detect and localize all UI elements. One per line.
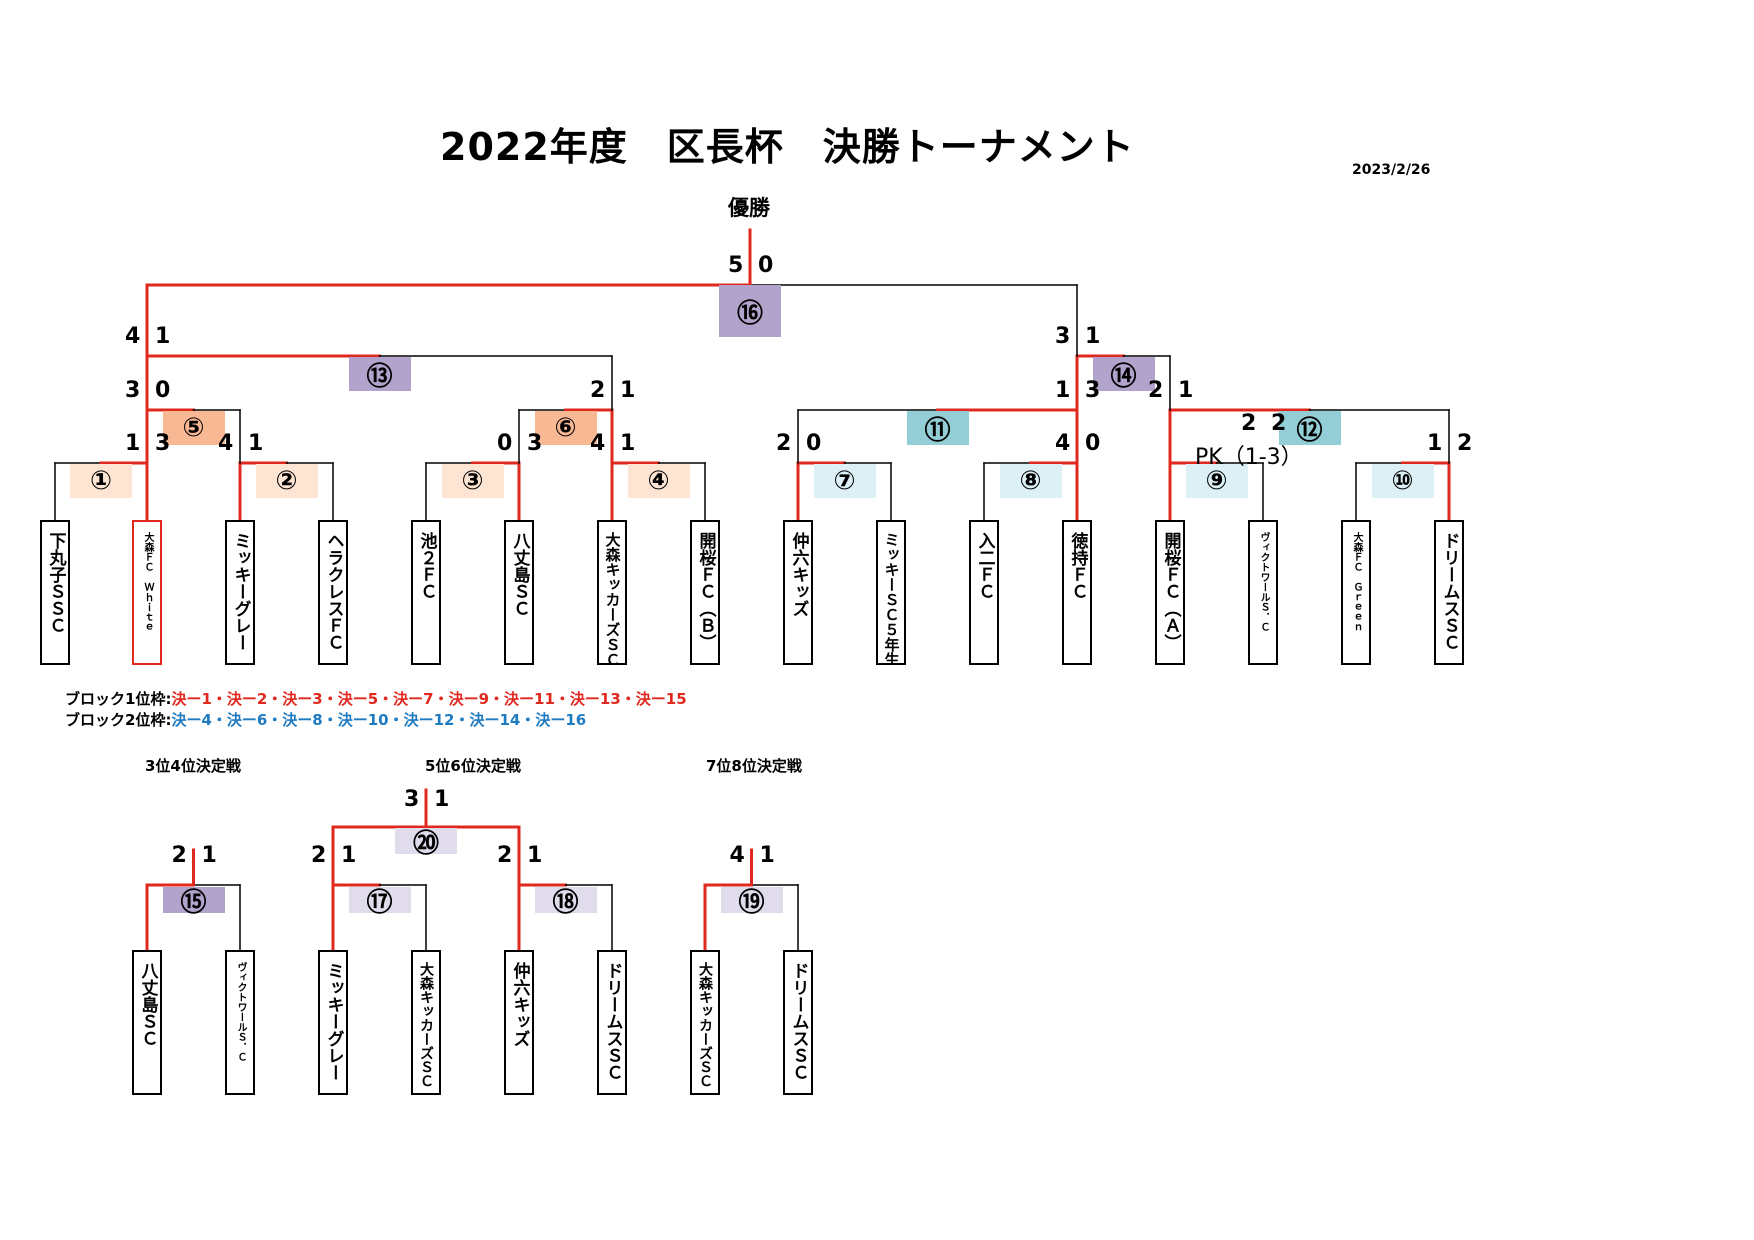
team-box: 開桜ＦＣ（Ｂ）	[690, 520, 720, 665]
score-right: 0	[155, 378, 171, 403]
team-box: ミッキーグレー	[225, 520, 255, 665]
block1-legend: ブロック1位枠:決ー1・決ー2・決ー3・決ー5・決ー7・決ー9・決ー11・決ー1…	[65, 688, 687, 709]
block2-values: 決ー4・決ー6・決ー8・決ー10・決ー12・決ー14・決ー16	[171, 711, 587, 729]
match-number-box: ⑫	[1278, 411, 1341, 446]
score-right: 2	[1457, 431, 1473, 456]
team-box: 開桜ＦＣ（Ａ）	[1155, 520, 1185, 665]
placement-team-box: 大森キッカーズＳＣ	[411, 950, 441, 1095]
score-right: 2	[1271, 411, 1287, 436]
score-left: 3	[1055, 324, 1071, 349]
score-right: 1	[155, 324, 171, 349]
match-number-box: ⑩	[1371, 464, 1434, 498]
score-right: 1	[620, 378, 636, 403]
page-title: 2022年度 区長杯 決勝トーナメント	[440, 125, 1135, 169]
score-left: 2	[1241, 411, 1257, 436]
score-left: 3	[125, 378, 141, 403]
match-number-box: ⑥	[534, 411, 597, 445]
placement-team-box: 大森キッカーズＳＣ	[690, 950, 720, 1095]
team-box: 入二ＦＣ	[969, 520, 999, 665]
score-right: 0	[758, 253, 774, 278]
placement-team-box: 仲六キッズ	[504, 950, 534, 1095]
score-left: 2	[171, 843, 187, 868]
score-left: 4	[729, 843, 745, 868]
match-number-box: ⑮	[162, 887, 225, 918]
pk-label: PK（1-3）	[1195, 445, 1303, 470]
score-right: 1	[620, 431, 636, 456]
score-left: 0	[497, 431, 513, 456]
block2-legend: ブロック2位枠:決ー4・決ー6・決ー8・決ー10・決ー12・決ー14・決ー16	[65, 709, 586, 730]
match-number-box: ⑬	[348, 357, 411, 392]
match-number-box: ④	[627, 464, 690, 498]
score-left: 4	[1055, 431, 1071, 456]
team-box: 八丈島ＳＣ	[504, 520, 534, 665]
placement-team-box: ミッキーグレー	[318, 950, 348, 1095]
team-box: ヴィクトワールＳ．Ｃ	[1248, 520, 1278, 665]
team-box: ヘラクレスＦＣ	[318, 520, 348, 665]
score-left: 2	[590, 378, 606, 403]
score-left: 4	[218, 431, 234, 456]
score-right: 0	[806, 431, 822, 456]
third-fourth-title: 3位4位決定戦	[145, 757, 241, 775]
match-number-box: ⑱	[534, 887, 597, 918]
score-left: 2	[311, 843, 327, 868]
match-number-box: ⑯	[719, 285, 781, 337]
score-left: 5	[728, 253, 744, 278]
date-label: 2023/2/26	[1352, 162, 1431, 178]
score-left: 1	[1427, 431, 1443, 456]
placement-team-box: 八丈島ＳＣ	[132, 950, 162, 1095]
score-right: 1	[1178, 378, 1194, 403]
match-number-box: ⑳	[395, 828, 457, 859]
score-left: 2	[497, 843, 513, 868]
score-right: 1	[201, 843, 217, 868]
fifth-sixth-title: 5位6位決定戦	[425, 757, 521, 775]
score-right: 3	[1085, 378, 1101, 403]
match-number-box: ⑤	[162, 411, 225, 445]
score-right: 3	[155, 431, 171, 456]
team-box: 大森キッカーズＳＣ	[597, 520, 627, 665]
team-box: 仲六キッズ	[783, 520, 813, 665]
score-left: 2	[776, 431, 792, 456]
score-left: 1	[1055, 378, 1071, 403]
match-number-box: ⑭	[1092, 357, 1155, 392]
score-right: 1	[759, 843, 775, 868]
match-number-box: ①	[70, 464, 132, 498]
score-right: 3	[527, 431, 543, 456]
seventh-eighth-title: 7位8位決定戦	[706, 757, 802, 775]
match-number-box: ②	[255, 464, 318, 498]
placement-team-box: ドリームスＳＣ	[597, 950, 627, 1095]
score-left: 3	[404, 787, 420, 812]
match-number-box: ⑲	[720, 887, 783, 918]
match-number-box: ⑪	[906, 411, 969, 446]
team-box: 徳持ＦＣ	[1062, 520, 1092, 665]
block1-values: 決ー1・決ー2・決ー3・決ー5・決ー7・決ー9・決ー11・決ー13・決ー15	[171, 690, 687, 708]
block2-label: ブロック2位枠:	[65, 711, 172, 729]
placement-team-box: ヴィクトワールＳ．Ｃ	[225, 950, 255, 1095]
champion-label: 優勝	[728, 196, 770, 220]
match-number-box: ⑧	[999, 464, 1062, 498]
score-right: 1	[341, 843, 357, 868]
team-box: ミッキーＳＣ５年生	[876, 520, 906, 665]
score-right: 1	[1085, 324, 1101, 349]
match-number-box: ⑰	[348, 887, 411, 918]
score-left: 2	[1148, 378, 1164, 403]
match-number-box: ⑦	[813, 464, 876, 498]
team-box: 大森ＦＣ Ｗｈｉｔｅ	[132, 520, 162, 665]
score-right: 1	[527, 843, 543, 868]
team-box: 池２ＦＣ	[411, 520, 441, 665]
block1-label: ブロック1位枠:	[65, 690, 172, 708]
score-left: 1	[125, 431, 141, 456]
score-left: 4	[590, 431, 606, 456]
score-left: 4	[125, 324, 141, 349]
placement-team-box: ドリームスＳＣ	[783, 950, 813, 1095]
match-number-box: ③	[441, 464, 504, 498]
team-box: 下丸子ＳＳＣ	[40, 520, 70, 665]
team-box: ドリームスＳＣ	[1434, 520, 1464, 665]
score-right: 1	[248, 431, 264, 456]
match-number-box: ⑨	[1185, 464, 1248, 498]
score-right: 0	[1085, 431, 1101, 456]
score-right: 1	[434, 787, 450, 812]
team-box: 大森ＦＣ Ｇｒｅｅｎ	[1341, 520, 1371, 665]
